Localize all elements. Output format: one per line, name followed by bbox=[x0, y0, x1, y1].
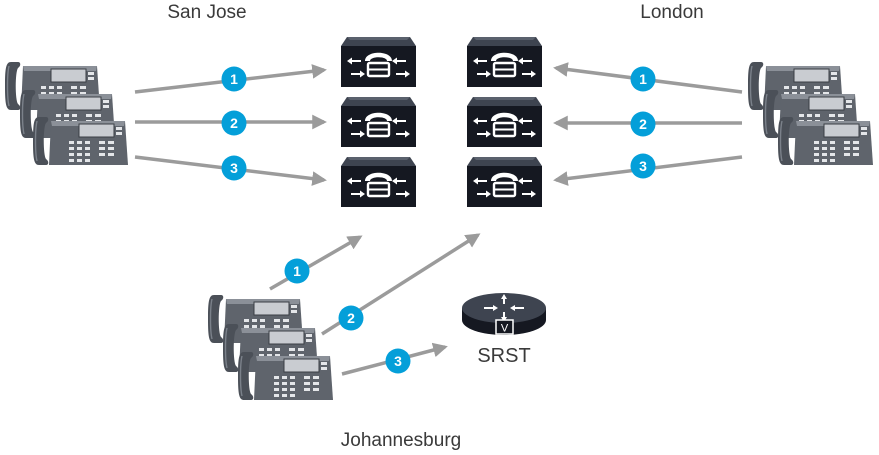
badge-san-jose-3: 3 bbox=[221, 155, 247, 181]
arrow-johannesburg-1 bbox=[269, 235, 363, 291]
badge-number: 2 bbox=[230, 115, 238, 131]
badge-london-3: 3 bbox=[630, 153, 656, 179]
badge-number: 2 bbox=[347, 310, 355, 326]
call-manager-server-icon bbox=[467, 37, 542, 87]
badge-number: 3 bbox=[639, 158, 647, 174]
phone-group-johannesburg bbox=[208, 294, 333, 401]
badge-london-1: 1 bbox=[630, 66, 656, 92]
badge-number: 3 bbox=[394, 353, 402, 369]
badge-number: 2 bbox=[639, 116, 647, 132]
badge-san-jose-1: 1 bbox=[221, 66, 247, 92]
call-manager-server-icon bbox=[341, 157, 416, 207]
badge-number: 3 bbox=[230, 160, 238, 176]
badge-san-jose-2: 2 bbox=[221, 110, 247, 136]
srst-badge-text: V bbox=[501, 323, 509, 335]
badge-johannesburg-1: 1 bbox=[284, 258, 310, 284]
phone-group-london bbox=[748, 61, 873, 166]
badge-number: 1 bbox=[293, 263, 301, 279]
srst-router: V SRST bbox=[462, 293, 546, 367]
site-label-san-jose: San Jose bbox=[167, 2, 246, 23]
call-manager-server-icon bbox=[341, 97, 416, 147]
site-label-johannesburg: Johannesburg bbox=[341, 430, 461, 451]
badge-number: 1 bbox=[230, 71, 238, 87]
badge-johannesburg-3: 3 bbox=[385, 348, 411, 374]
badge-london-2: 2 bbox=[630, 111, 656, 137]
phone-group-san-jose bbox=[5, 61, 128, 166]
site-label-london: London bbox=[640, 2, 703, 23]
call-manager-server-icon bbox=[467, 97, 542, 147]
badge-number: 1 bbox=[639, 71, 647, 87]
srst-label: SRST bbox=[477, 345, 530, 367]
badge-johannesburg-2: 2 bbox=[338, 305, 364, 331]
router-icon bbox=[462, 293, 546, 335]
call-manager-server-icon bbox=[467, 157, 542, 207]
call-manager-server-icon bbox=[341, 37, 416, 87]
